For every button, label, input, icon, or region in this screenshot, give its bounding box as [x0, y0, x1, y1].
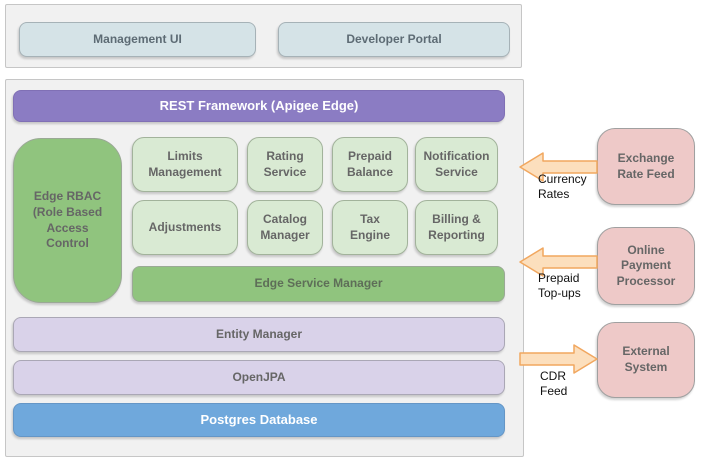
management-ui-box: Management UI [19, 22, 256, 57]
entity-manager-bar: Entity Manager [13, 317, 505, 352]
openjpa-bar: OpenJPA [13, 360, 505, 395]
cdr-feed-flow-arrow-icon [519, 344, 598, 374]
billing-reporting-box: Billing & Reporting [415, 200, 498, 255]
external-system-box: External System [597, 322, 695, 398]
rating-service-box: Rating Service [247, 137, 323, 192]
prepaid-balance-box: Prepaid Balance [332, 137, 408, 192]
postgres-database-bar: Postgres Database [13, 403, 505, 437]
limits-management-box: Limits Management [132, 137, 238, 192]
cdr-feed-label: CDR Feed [540, 369, 568, 398]
edge-service-manager-bar: Edge Service Manager [132, 266, 505, 302]
rest-framework-bar: REST Framework (Apigee Edge) [13, 90, 505, 122]
prepaid-topups-label: Prepaid Top-ups [538, 271, 581, 300]
tax-engine-box: Tax Engine [332, 200, 408, 255]
catalog-manager-box: Catalog Manager [247, 200, 323, 255]
adjustments-box: Adjustments [132, 200, 238, 255]
online-payment-processor-box: Online Payment Processor [597, 227, 695, 305]
client-layer-panel: Management UI Developer Portal [5, 4, 522, 68]
currency-rates-flow-arrow-icon [519, 152, 598, 182]
currency-rates-label: Currency Rates [538, 172, 587, 201]
exchange-rate-feed-box: Exchange Rate Feed [597, 128, 695, 205]
notification-service-box: Notification Service [415, 137, 498, 192]
edge-rbac-box: Edge RBAC (Role Based Access Control [13, 138, 122, 303]
prepaid-topups-flow-arrow-icon [519, 247, 598, 277]
developer-portal-box: Developer Portal [278, 22, 510, 57]
